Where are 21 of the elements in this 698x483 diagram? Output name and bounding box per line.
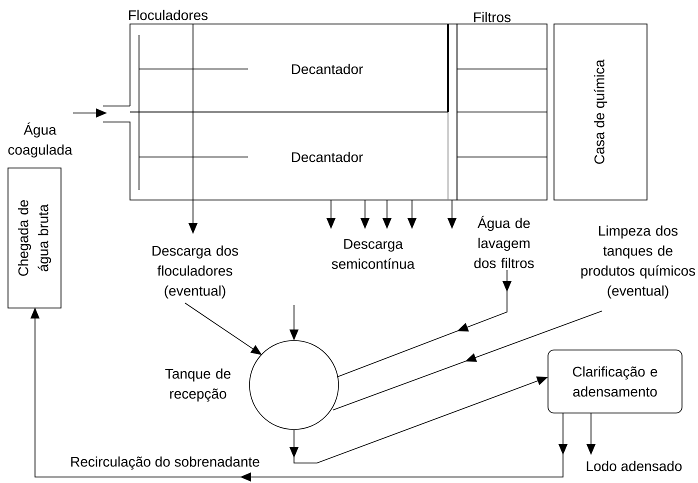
inlet-label: Água coagulada bbox=[8, 122, 72, 158]
building-box: Casa de química bbox=[554, 24, 648, 200]
process-box: Clarificação e adensamento bbox=[548, 350, 682, 414]
edge-label: Recirculação do sobrenadante bbox=[69, 455, 261, 471]
section-label: Floculadores bbox=[129, 10, 208, 20]
tank-circle bbox=[249, 340, 339, 430]
arrow bbox=[336, 270, 512, 378]
tank-label: Decantador bbox=[292, 152, 363, 162]
node-label: Filtros bbox=[474, 12, 511, 22]
tank-label: Decantador bbox=[292, 64, 363, 74]
tank-label: Tanque de recepção bbox=[165, 368, 230, 402]
inlet-box: Chegada de água bruta bbox=[8, 168, 62, 308]
discharge-label: Descarga semicontínua bbox=[332, 239, 415, 269]
sludge-label: Lodo adensado bbox=[586, 460, 682, 472]
arrow bbox=[332, 310, 602, 410]
discharge-label: Descarga dos floculadores (eventual) bbox=[152, 245, 238, 299]
wash-water-label: Água de lavagem dos filtros bbox=[474, 216, 534, 268]
filter-box: Filtros bbox=[456, 12, 548, 200]
cleaning-label: Limpeza dos tanques de produtos químicos (eventual) bbox=[581, 225, 696, 299]
arrow bbox=[184, 302, 262, 355]
settling-tank-drawing bbox=[102, 24, 458, 200]
